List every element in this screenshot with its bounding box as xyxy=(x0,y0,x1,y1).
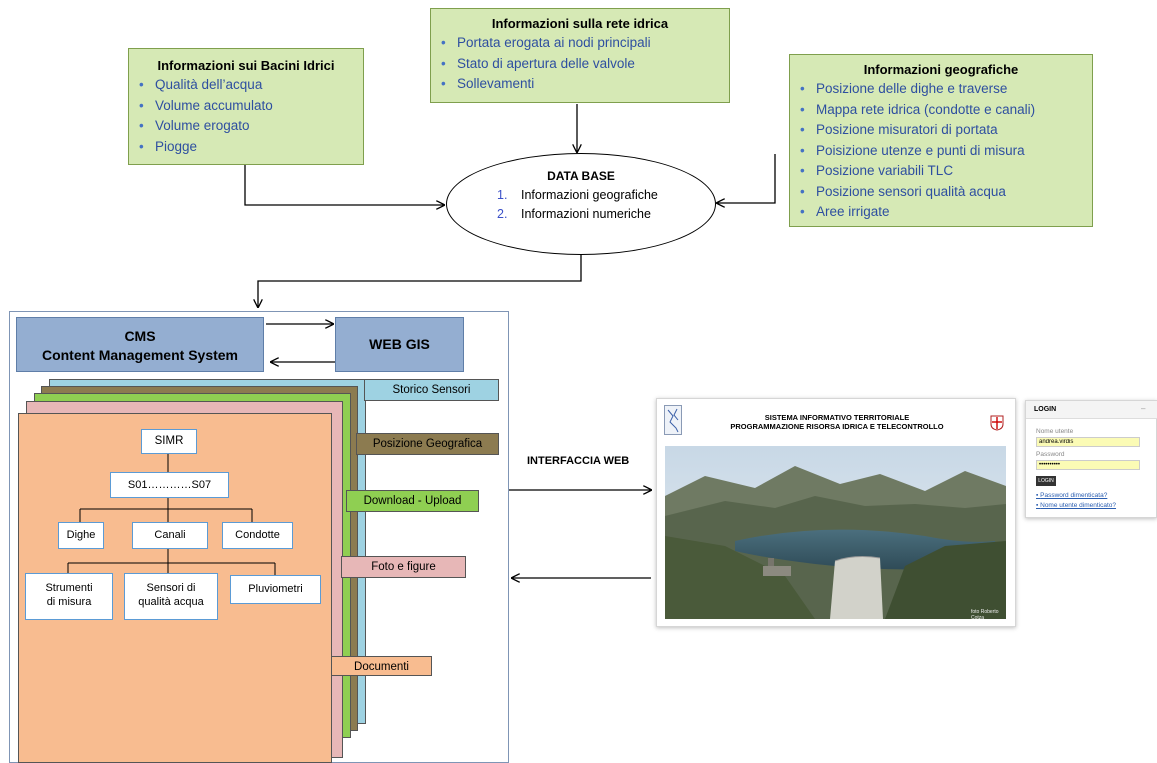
photo-credit: foto Roberto Cotza xyxy=(971,609,999,619)
bacini-title: Informazioni sui Bacini Idrici xyxy=(157,58,335,73)
geografiche-item: Poisizione utenze e punti di misura xyxy=(800,141,1092,162)
bacini-item: Volume erogato xyxy=(139,116,363,137)
tree-node-canali: Canali xyxy=(132,522,208,549)
interface-label: INTERFACCIA WEB xyxy=(527,455,630,467)
cms-box: CMS Content Management System xyxy=(16,317,264,372)
login-title: LOGIN xyxy=(1034,406,1057,413)
geografiche-item: Posizione sensori qualità acqua xyxy=(800,182,1092,203)
rete-list: Portata erogata ai nodi principali Stato… xyxy=(431,33,729,95)
geografiche-item: Posizione delle dighe e traverse xyxy=(800,79,1092,100)
forgot-password-link[interactable]: ▪ Password dimenticata? xyxy=(1036,492,1108,499)
arrow-bacini-to-db xyxy=(244,165,444,205)
bacini-info-box: Informazioni sui Bacini Idrici Qualità d… xyxy=(128,48,364,165)
tree-node-sensori: Sensori di qualità acqua xyxy=(124,573,218,620)
geografiche-item: Posizione variabili TLC xyxy=(800,161,1092,182)
login-panel: LOGIN – Nome utente Password LOGIN ▪ Pas… xyxy=(1025,400,1157,518)
database-ellipse: DATA BASE 1.Informazioni geografiche 2.I… xyxy=(446,153,716,255)
map-logo-icon xyxy=(667,408,679,433)
database-item: 2.Informazioni numeriche xyxy=(497,207,651,221)
login-button[interactable]: LOGIN xyxy=(1036,476,1056,486)
database-title: DATA BASE xyxy=(547,169,615,183)
database-item: 1.Informazioni geografiche xyxy=(497,188,658,202)
geografiche-item: Posizione misuratori di portata xyxy=(800,120,1092,141)
tree-node-condotte: Condotte xyxy=(222,522,293,549)
rete-item: Stato di apertura delle valvole xyxy=(441,54,729,75)
forgot-username-link[interactable]: ▪ Nome utente dimenticato? xyxy=(1036,502,1117,509)
tab-documenti[interactable]: Documenti xyxy=(331,656,432,676)
portal-screenshot: SISTEMA INFORMATIVO TERRITORIALE PROGRAM… xyxy=(656,398,1016,627)
tab-posizione-geografica[interactable]: Posizione Geografica xyxy=(356,433,499,455)
cms-subtitle: Content Management System xyxy=(41,347,239,363)
coat-of-arms-icon xyxy=(990,415,1004,431)
password-label: Password xyxy=(1036,451,1065,458)
tree-node-strumenti: Strumenti di misura xyxy=(25,573,113,620)
portal-header: SISTEMA INFORMATIVO TERRITORIALE PROGRAM… xyxy=(687,413,987,431)
geografiche-title: Informazioni geografiche xyxy=(863,62,1019,77)
bacini-list: Qualità dell’acqua Volume accumulato Vol… xyxy=(129,75,363,157)
rete-item: Portata erogata ai nodi principali xyxy=(441,33,729,54)
rete-info-box: Informazioni sulla rete idrica Portata e… xyxy=(430,8,730,103)
tree-node-simr: SIMR xyxy=(141,429,197,454)
dam-landscape-image xyxy=(665,446,1006,619)
cms-title: CMS xyxy=(124,328,156,344)
tree-node-pluviometri: Pluviometri xyxy=(230,575,321,604)
username-label: Nome utente xyxy=(1036,428,1074,435)
collapse-icon[interactable]: – xyxy=(1141,404,1146,413)
tab-foto-figure[interactable]: Foto e figure xyxy=(341,556,466,578)
bacini-item: Volume accumulato xyxy=(139,96,363,117)
geografiche-info-box: Informazioni geografiche Posizione delle… xyxy=(789,54,1093,227)
arrow-geo-to-db xyxy=(717,154,776,203)
username-field[interactable] xyxy=(1036,437,1140,447)
geografiche-item: Aree irrigate xyxy=(800,202,1092,223)
dam-photo: foto Roberto Cotza xyxy=(665,446,1006,619)
bacini-item: Qualità dell’acqua xyxy=(139,75,363,96)
rete-item: Sollevamenti xyxy=(441,74,729,95)
login-header: LOGIN – xyxy=(1026,401,1157,419)
portal-header-line2: PROGRAMMAZIONE RISORSA IDRICA E TELECONT… xyxy=(730,422,944,431)
portal-logo xyxy=(664,405,682,435)
bacini-item: Piogge xyxy=(139,137,363,158)
rete-title: Informazioni sulla rete idrica xyxy=(491,16,669,31)
portal-header-line1: SISTEMA INFORMATIVO TERRITORIALE xyxy=(764,413,910,422)
tab-storico-sensori[interactable]: Storico Sensori xyxy=(364,379,499,401)
geografiche-list: Posizione delle dighe e traverse Mappa r… xyxy=(790,79,1092,223)
geografiche-item: Mappa rete idrica (condotte e canali) xyxy=(800,100,1092,121)
tab-download-upload[interactable]: Download - Upload xyxy=(346,490,479,512)
database-list: 1.Informazioni geografiche 2.Informazion… xyxy=(447,186,715,224)
tree-node-dighe: Dighe xyxy=(58,522,104,549)
arrow-db-to-cms xyxy=(258,255,582,307)
webgis-box: WEB GIS xyxy=(335,317,464,372)
tree-node-s01-s07: S01…………S07 xyxy=(110,472,229,498)
password-field[interactable] xyxy=(1036,460,1140,470)
